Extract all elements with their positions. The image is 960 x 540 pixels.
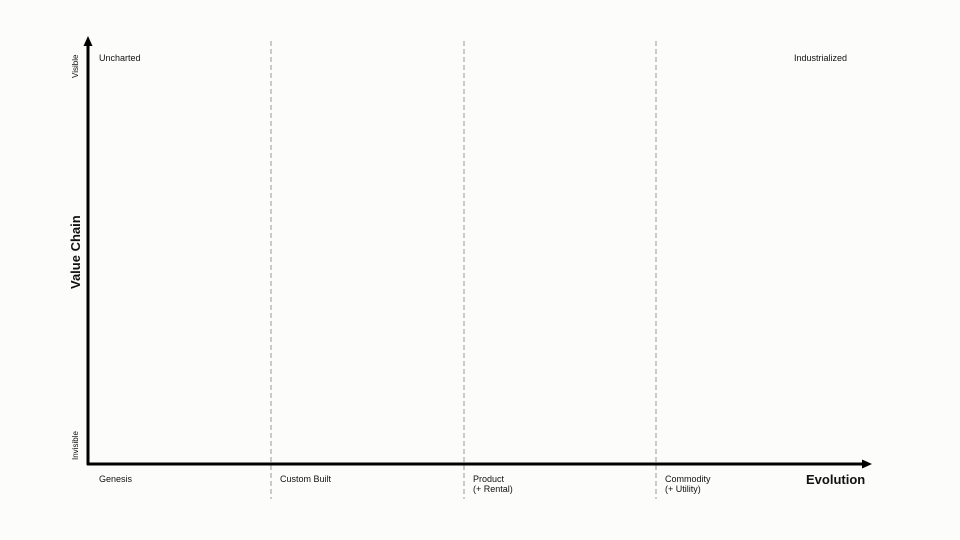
stage-commodity-label: Commodity (+ Utility)	[665, 474, 711, 494]
stage-commodity-sub: (+ Utility)	[665, 484, 701, 494]
stage-product-sub: (+ Rental)	[473, 484, 513, 494]
evolution-title: Evolution	[806, 472, 866, 487]
stage-custom-built-label: Custom Built	[280, 474, 331, 484]
industrialized-label: Industrialized	[794, 53, 848, 63]
value-chain-title: Value Chain	[68, 215, 83, 289]
stage-genesis-name: Genesis	[99, 474, 133, 484]
stage-commodity-name: Commodity	[665, 474, 711, 484]
evolution-axis-arrowhead	[862, 459, 872, 469]
stage-custom-built-name: Custom Built	[280, 474, 332, 484]
invisible-label: Invisible	[71, 431, 80, 460]
stage-genesis-label: Genesis	[99, 474, 132, 484]
uncharted-label: Uncharted	[99, 53, 141, 63]
stage-product-name: Product	[473, 474, 505, 484]
visible-label: Visible	[71, 54, 80, 78]
value-chain-axis-arrowhead	[83, 36, 93, 46]
stage-product-label: Product (+ Rental)	[473, 474, 513, 494]
